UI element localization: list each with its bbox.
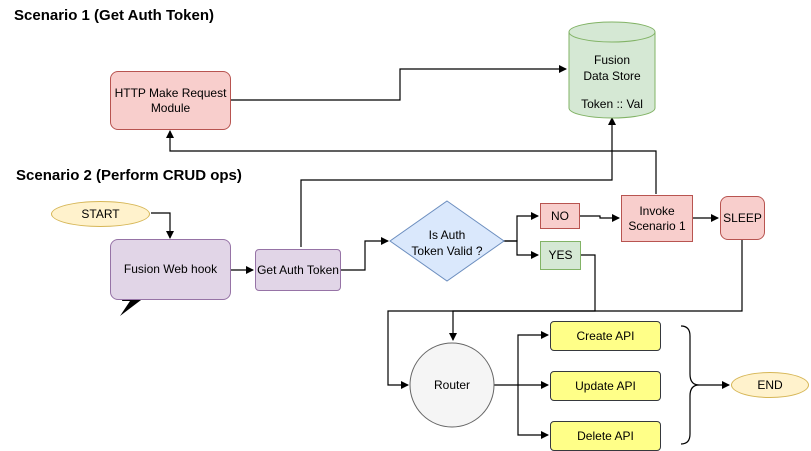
start-node[interactable]: START — [51, 201, 150, 227]
fusion-webhook-node[interactable]: Fusion Web hook — [110, 239, 231, 300]
edge-http-to-datastore — [231, 65, 567, 101]
edge-gettoken-to-decision — [340, 237, 389, 271]
get-auth-token-node[interactable]: Get Auth Token — [255, 249, 341, 291]
edge-decision-to-yes — [503, 240, 539, 259]
edge-router-to-create — [517, 331, 549, 385]
sleep-node[interactable]: SLEEP — [720, 196, 765, 240]
decision-label: Is Auth Token Valid ? — [411, 228, 483, 258]
update-api-node[interactable]: Update API — [550, 371, 661, 401]
edge-sleep-down — [387, 240, 743, 389]
router-label[interactable]: Router — [433, 378, 471, 392]
edge-yes-to-router — [449, 254, 596, 341]
yes-node[interactable]: YES — [540, 241, 581, 270]
edge-invoke-to-http — [166, 130, 657, 194]
create-api-node[interactable]: Create API — [550, 321, 661, 351]
invoke-scenario-1-node[interactable]: Invoke Scenario 1 — [621, 195, 693, 242]
edge-router-to-delete — [517, 385, 549, 439]
datastore-cylinder — [568, 21, 656, 119]
edge-gettoken-to-datastore — [300, 117, 616, 247]
edge-start-to-webhook — [151, 212, 174, 239]
datastore-title: Fusion Data Store — [583, 53, 641, 83]
edge-decision-to-no — [503, 212, 539, 242]
end-node[interactable]: END — [731, 372, 809, 398]
datastore-value: Token :: Val — [581, 97, 643, 111]
http-make-request-node[interactable]: HTTP Make Request Module — [110, 71, 231, 130]
brace — [680, 325, 700, 445]
scenario-1-heading: Scenario 1 (Get Auth Token) — [14, 7, 215, 24]
router-circle — [409, 342, 495, 428]
edge-no-to-invoke — [580, 214, 620, 222]
decision-diamond — [389, 200, 505, 282]
no-node[interactable]: NO — [540, 203, 580, 229]
delete-api-node[interactable]: Delete API — [550, 421, 661, 451]
scenario-2-heading: Scenario 2 (Perform CRUD ops) — [16, 167, 242, 184]
